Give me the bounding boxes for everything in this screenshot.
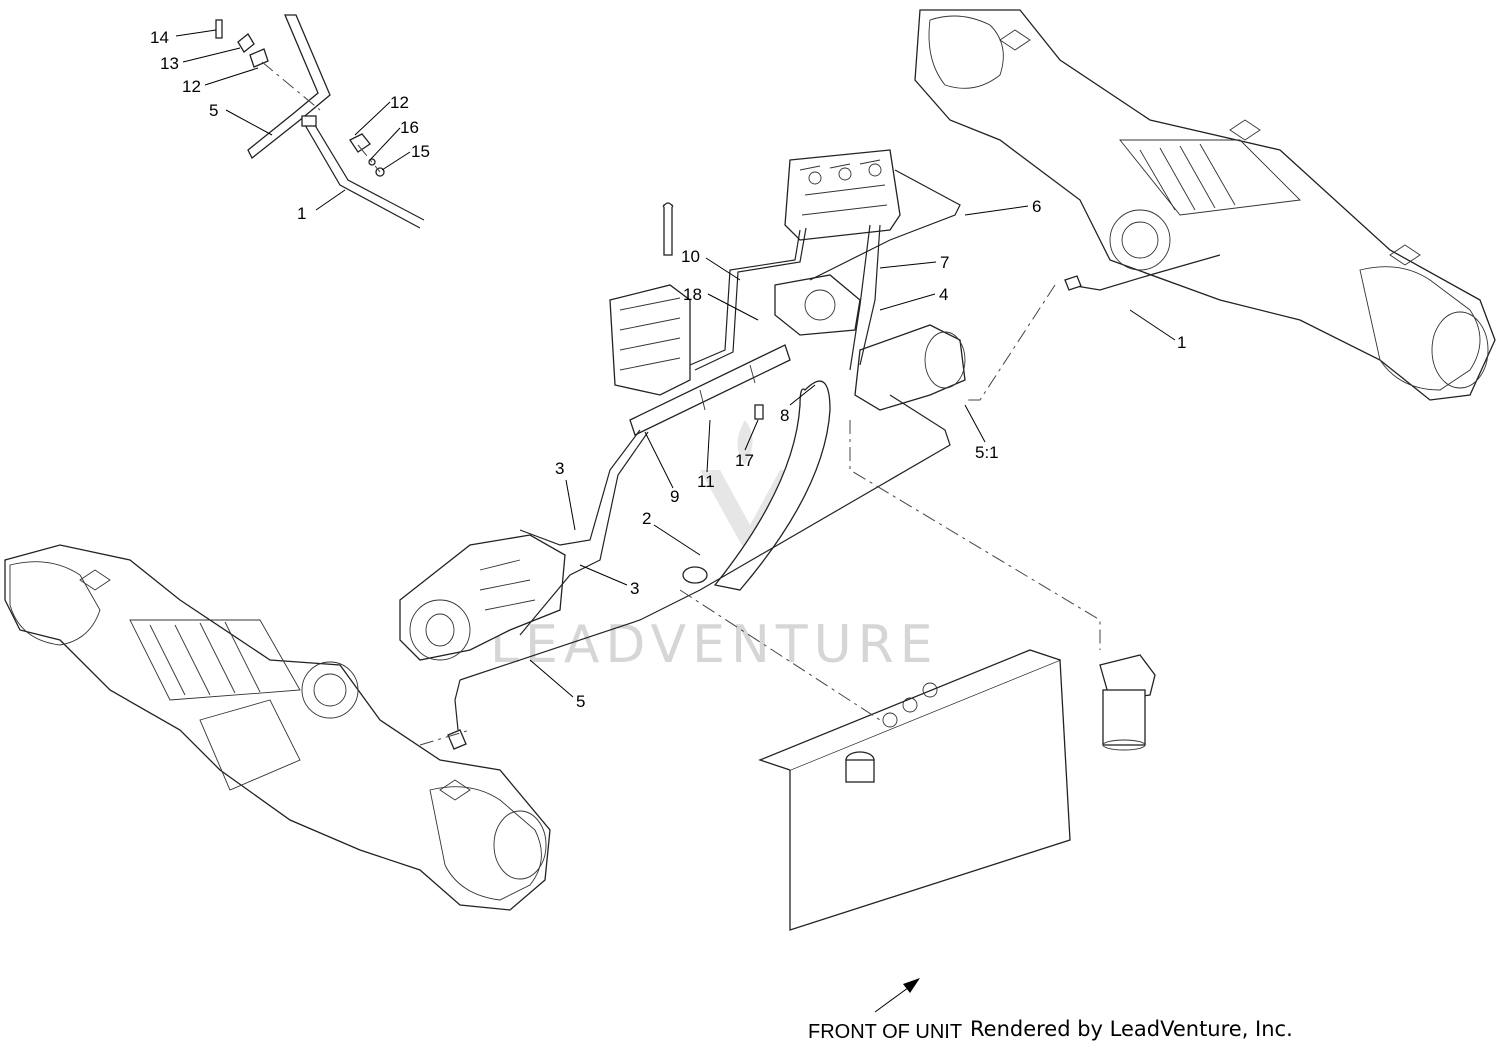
callout-5-bottom: 5 [576,692,585,711]
front-axle [4,544,551,911]
callout-16: 16 [400,118,419,137]
reference-lines [419,284,1101,746]
render-credit: Rendered by LeadVenture, Inc. [970,1017,1293,1041]
callout-15: 15 [411,142,430,161]
callout-9: 9 [670,487,679,506]
callout-2: 2 [642,509,651,528]
callout-5-1: 5:1 [975,443,999,462]
callout-6: 6 [1032,197,1041,216]
hydraulic-tank [758,649,1071,931]
callout-3-upper: 3 [555,459,564,478]
callout-14: 14 [150,28,169,47]
hydrostatic-pump [854,324,966,411]
callout-1-top: 1 [297,204,306,223]
leader-lines [175,29,1176,1013]
callout-5-top: 5 [209,101,218,120]
callout-3-lower: 3 [630,579,639,598]
callout-13: 13 [160,54,179,73]
rear-axle [914,9,1496,401]
callout-18: 18 [683,285,702,304]
drive-motor [399,534,566,661]
watermark-text: LEADVENTURE [490,615,939,675]
callout-7: 7 [940,253,949,272]
callout-1-right: 1 [1177,333,1186,352]
callout-4: 4 [939,285,948,304]
callout-11: 11 [697,472,715,491]
callout-8: 8 [780,406,789,425]
gear-pump [774,274,861,336]
callout-12-left: 12 [182,77,201,96]
callout-10: 10 [681,247,700,266]
callout-labels: 14 13 12 5 12 16 15 1 6 10 7 18 4 1 8 17… [150,28,1186,711]
manifold-bar [629,344,791,436]
callout-17: 17 [735,451,754,470]
joystick-valve [609,202,691,396]
filter-assembly [1099,654,1156,751]
callout-12-right: 12 [390,93,409,112]
hoses [454,169,1221,731]
front-of-unit-label: FRONT OF UNIT [808,1021,963,1043]
control-valve-block [784,149,901,241]
